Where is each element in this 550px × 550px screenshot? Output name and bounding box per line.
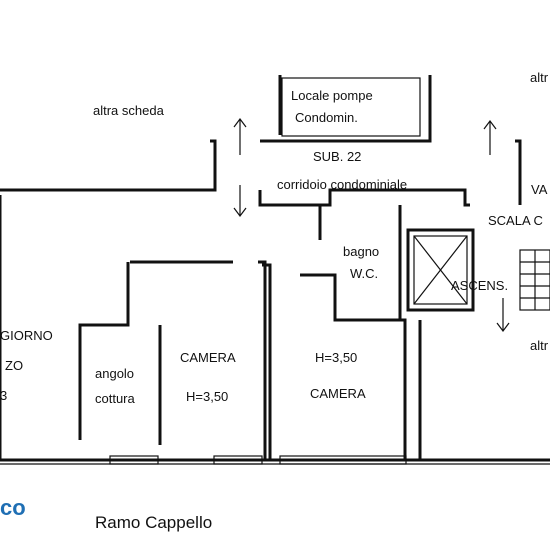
- label-va: VA: [531, 182, 548, 197]
- label-cottura: cottura: [95, 391, 136, 406]
- pump-room: [281, 77, 421, 137]
- label-scala: SCALA C: [488, 213, 543, 228]
- label-sub: SUB. 22: [313, 149, 361, 164]
- label-three: 3: [0, 388, 7, 403]
- label-giorno: GIORNO: [0, 328, 53, 343]
- label-locale-pompe: Locale pompe: [291, 88, 373, 103]
- label-corridoio: corridoio condominiale: [277, 177, 407, 192]
- label-altra-top-right: altr: [530, 70, 549, 85]
- label-height-2: H=3,50: [315, 350, 357, 365]
- exterior-walls: [0, 455, 550, 465]
- room-walls: [0, 195, 422, 460]
- elevator-shaft: [406, 228, 475, 312]
- label-condominio: Condomin.: [295, 110, 358, 125]
- label-camera-1: CAMERA: [180, 350, 236, 365]
- street-name: Ramo Cappello: [95, 513, 212, 532]
- label-angolo: angolo: [95, 366, 134, 381]
- stairs: [519, 249, 550, 311]
- label-zo: ZO: [5, 358, 23, 373]
- label-bagno: bagno: [343, 244, 379, 259]
- label-camera-2: CAMERA: [310, 386, 366, 401]
- corridor-walls: [0, 75, 522, 207]
- label-wc: W.C.: [350, 266, 378, 281]
- label-altra-scheda: altra scheda: [93, 103, 165, 118]
- direction-arrows: [233, 118, 510, 332]
- brand-fragment: co: [0, 495, 26, 520]
- label-altra-bottom-right: altr: [530, 338, 549, 353]
- label-ascens: ASCENS.: [451, 278, 508, 293]
- label-height-1: H=3,50: [186, 389, 228, 404]
